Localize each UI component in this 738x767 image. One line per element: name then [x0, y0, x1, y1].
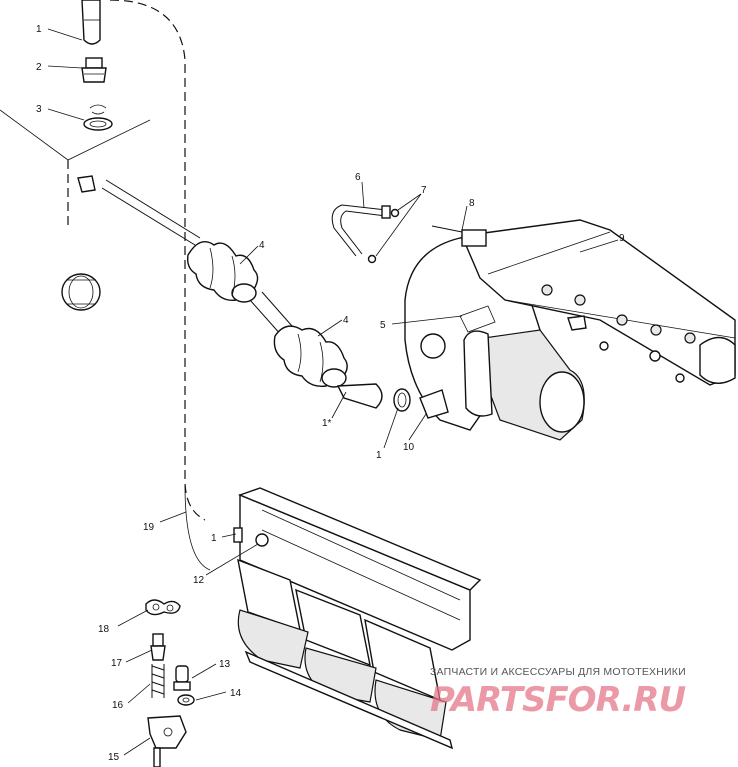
callout-9: 9 [619, 233, 625, 244]
air-shroud [431, 219, 736, 386]
callout-4b: 4 [343, 315, 349, 326]
oil-tank-outline [0, 0, 211, 571]
callout-6: 6 [355, 172, 361, 183]
callout-5: 5 [380, 320, 386, 331]
callout-1-star: 1* [322, 418, 332, 429]
oil-pump-body [404, 235, 585, 441]
callout-10: 10 [403, 442, 415, 453]
callout-4a: 4 [259, 240, 265, 251]
tank-fitting [81, 57, 107, 83]
callout-8: 8 [469, 198, 475, 209]
callout-7: 7 [421, 185, 427, 196]
engine-manifold [233, 487, 482, 750]
hose-clamp [393, 388, 411, 412]
grommet-ring [83, 104, 113, 131]
callout-1-clamp: 1 [376, 450, 382, 461]
pulse-hose [331, 204, 400, 264]
callout-18: 18 [98, 624, 110, 635]
callout-1-head: 1 [211, 533, 217, 544]
oil-hose-assembly [77, 175, 383, 409]
callout-15: 15 [108, 752, 120, 763]
watermark-tagline: ЗАПЧАСТИ И АКСЕССУАРЫ ДЛЯ МОТОТЕХНИКИ [430, 666, 686, 678]
callout-3: 3 [36, 104, 42, 115]
filter-ring [61, 273, 101, 311]
callout-labels: 1 2 3 4 4 5 6 7 8 9 1* 1 10 19 1 12 18 1… [36, 24, 625, 763]
leader-lines [47, 28, 619, 756]
hose-fitting-top [81, 0, 101, 45]
callout-12: 12 [193, 575, 205, 586]
callout-17: 17 [111, 658, 123, 669]
callout-16: 16 [112, 700, 124, 711]
callout-13: 13 [219, 659, 231, 670]
callout-19: 19 [143, 522, 155, 533]
callout-2: 2 [36, 62, 42, 73]
small-parts-group [145, 599, 195, 767]
watermark-logo: PARTSFOR.RU [430, 680, 686, 720]
callout-14: 14 [230, 688, 242, 699]
callout-1: 1 [36, 24, 42, 35]
